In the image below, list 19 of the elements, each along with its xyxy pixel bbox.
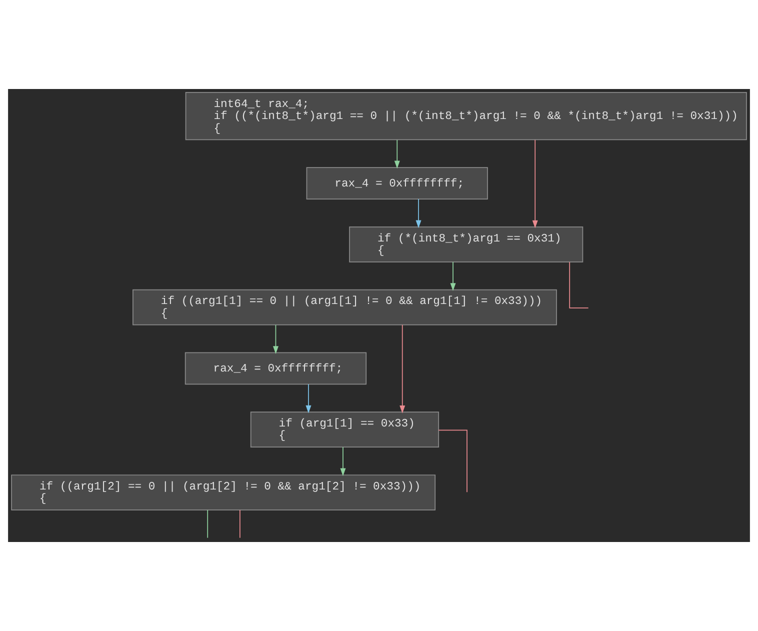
connector (438, 430, 468, 492)
arrow (400, 324, 406, 414)
arrow (416, 198, 422, 228)
node-box: int64_t rax_4; if ((*(int8_t*)arg1 == 0 || (*(int8_t*)arg1 != 0 && *(int8_t*)arg1 != 0x31))) { (185, 92, 747, 140)
node-box: if (*(int8_t*)arg1 == 0x31) { (349, 226, 584, 262)
node-box: rax_4 = 0xffffffff; (306, 167, 488, 200)
connector (569, 262, 589, 308)
arrow (306, 384, 312, 414)
connector (239, 510, 240, 538)
node-box: rax_4 = 0xffffffff; (184, 352, 367, 385)
node-box: if ((arg1[1] == 0 || (arg1[1] != 0 && arg1[1] != 0x33))) { (132, 289, 557, 326)
arrow (394, 140, 400, 169)
node-box: if (arg1[1] == 0x33) { (250, 412, 440, 448)
node-box: if ((arg1[2] == 0 || (arg1[2] != 0 && arg1[2] != 0x33))) { (11, 474, 436, 510)
arrow (532, 139, 538, 228)
arrow (340, 446, 346, 476)
connector (207, 510, 208, 538)
arrow (272, 324, 278, 354)
arrow (450, 262, 456, 292)
